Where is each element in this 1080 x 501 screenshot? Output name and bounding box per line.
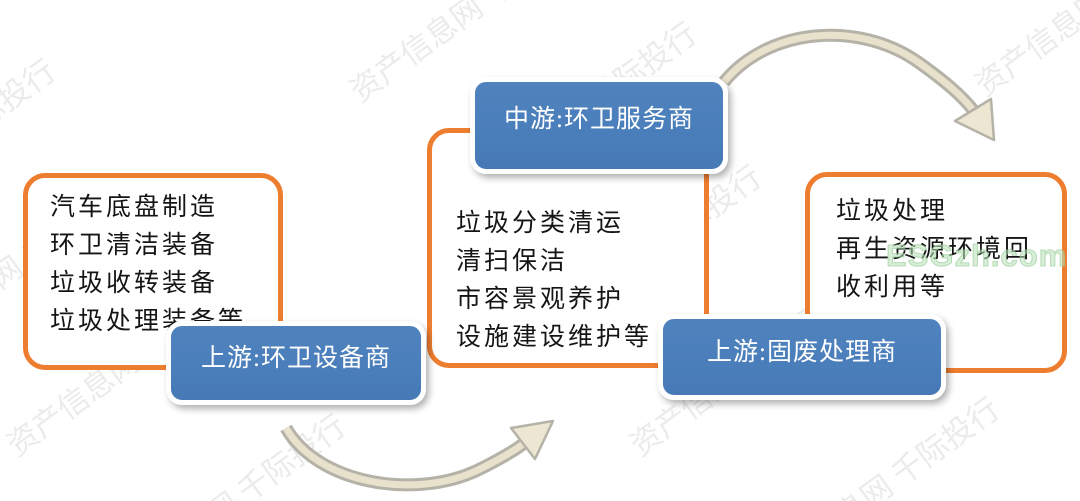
list-item: 垃圾处理 bbox=[836, 198, 949, 225]
node-label: 中游:环卫服务商 bbox=[504, 106, 694, 133]
list-item: 汽车底盘制造 bbox=[50, 194, 219, 221]
arrow-midstream-to-downstream-icon bbox=[718, 28, 996, 142]
node-label: 上游:固废处理商 bbox=[707, 339, 897, 366]
node-upstream-equipment-provider: 上游:环卫设备商 bbox=[166, 321, 426, 405]
list-item: 再生资源环境回 bbox=[836, 236, 1033, 263]
diagonal-watermark: 资产信息网 千际投行 bbox=[753, 390, 1007, 501]
list-item: 垃圾收转装备 bbox=[50, 270, 219, 297]
list-item: 垃圾分类清运 bbox=[456, 210, 625, 237]
diagonal-watermark: 资产信息网 千际投行 bbox=[968, 0, 1080, 103]
list-item: 环卫清洁装备 bbox=[50, 232, 219, 259]
node-label: 上游:环卫设备商 bbox=[201, 345, 391, 372]
node-midstream-service-provider: 中游:环卫服务商 bbox=[470, 77, 728, 174]
list-item: 收利用等 bbox=[836, 274, 949, 301]
list-item: 清扫保洁 bbox=[456, 248, 569, 275]
diagonal-watermark: 资产信息网 千际投行 bbox=[95, 402, 353, 501]
list-item: 设施建设维护等 bbox=[456, 324, 653, 351]
downstream-disposal-items-box: 垃圾处理 再生资源环境回 收利用等 bbox=[805, 172, 1067, 373]
upstream-equipment-items-box: 汽车底盘制造 环卫清洁装备 垃圾收转装备 垃圾处理装备等 bbox=[23, 173, 283, 370]
list-item: 市容景观养护 bbox=[456, 286, 625, 313]
node-upstream-waste-processor: 上游:固废处理商 bbox=[658, 314, 946, 400]
arrow-upstream-to-downstream-icon bbox=[280, 419, 555, 492]
